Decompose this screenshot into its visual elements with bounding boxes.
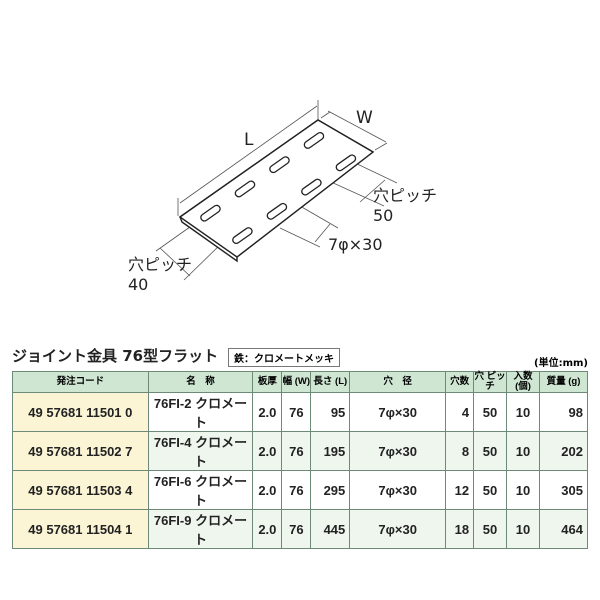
cell-hole-count: 12 xyxy=(445,470,475,510)
cell-quantity: 10 xyxy=(506,392,540,432)
spec-table: 発注コード 名 称 板厚 幅 (W) 長さ (L) 穴 径 穴数 穴 ピッチ 入… xyxy=(12,371,589,549)
pitch-long-value: 40 xyxy=(128,275,149,294)
header-code: 発注コード xyxy=(12,371,149,393)
cell-hole-count: 8 xyxy=(445,431,475,471)
cell-quantity: 10 xyxy=(506,470,540,510)
cell-thickness: 2.0 xyxy=(252,431,283,471)
cell-weight: 202 xyxy=(538,431,589,471)
cell-pitch: 50 xyxy=(473,392,508,432)
header-pitch: 穴 ピッチ xyxy=(473,371,508,393)
header-thickness: 板厚 xyxy=(252,371,283,393)
header-hole-size: 穴 径 xyxy=(349,371,447,393)
cell-order-code: 49 57681 11503 4 xyxy=(12,470,149,510)
cell-quantity: 10 xyxy=(506,509,540,549)
cell-product-name: 76FI-2 クロメート xyxy=(147,392,254,432)
cell-product-name: 76FI-4 クロメート xyxy=(147,431,254,471)
cell-order-code: 49 57681 11504 1 xyxy=(12,509,149,549)
cell-hole-size: 7φ×30 xyxy=(349,509,447,549)
pitch-short-value: 50 xyxy=(373,206,394,225)
pitch-long-label: 穴ピッチ xyxy=(128,255,193,274)
cell-pitch: 50 xyxy=(473,431,508,471)
cell-width: 76 xyxy=(281,431,312,471)
slot-hole xyxy=(200,204,221,222)
dimension-lines xyxy=(155,100,398,281)
cell-length: 445 xyxy=(310,509,351,549)
cell-length: 295 xyxy=(310,470,351,510)
cell-width: 76 xyxy=(281,470,312,510)
cell-hole-size: 7φ×30 xyxy=(349,431,447,471)
cell-length: 95 xyxy=(310,392,351,432)
cell-hole-count: 4 xyxy=(445,392,475,432)
length-label: L xyxy=(244,130,254,150)
cell-hole-size: 7φ×30 xyxy=(349,392,447,432)
cell-weight: 305 xyxy=(538,470,589,510)
header-width: 幅 (W) xyxy=(281,371,312,393)
slot-hole xyxy=(234,180,256,198)
material-badge: 鉄：クロメートメッキ xyxy=(228,348,340,367)
cell-pitch: 50 xyxy=(473,509,508,549)
cell-width: 76 xyxy=(281,392,312,432)
slot-hole xyxy=(269,156,290,174)
unit-label: (単位:mm) xyxy=(534,358,588,369)
cell-length: 195 xyxy=(310,431,351,471)
hole-size-label: 7φ×30 xyxy=(328,235,383,254)
cell-pitch: 50 xyxy=(473,470,508,510)
cell-order-code: 49 57681 11502 7 xyxy=(12,431,149,471)
slot-holes xyxy=(200,131,357,245)
cell-hole-count: 18 xyxy=(445,509,475,549)
cell-order-code: 49 57681 11501 0 xyxy=(12,392,149,432)
joint-plate-diagram xyxy=(155,100,398,281)
cell-thickness: 2.0 xyxy=(252,509,283,549)
slot-hole xyxy=(335,154,357,172)
header-length: 長さ (L) xyxy=(310,371,351,393)
header-hole-count: 穴数 xyxy=(445,371,475,393)
header-name: 名 称 xyxy=(147,371,254,393)
pitch-short-label: 穴ピッチ xyxy=(373,186,438,205)
header-quantity: 入数 (個) xyxy=(506,371,540,393)
page-title: ジョイント金具 76型フラット xyxy=(12,347,219,365)
slot-hole xyxy=(301,178,322,196)
cell-hole-size: 7φ×30 xyxy=(349,470,447,510)
slot-hole xyxy=(303,131,325,149)
cell-product-name: 76FI-6 クロメート xyxy=(147,470,254,510)
slot-hole xyxy=(266,202,288,220)
header-weight: 質量 (g) xyxy=(538,371,589,393)
table-header: 発注コード 名 称 板厚 幅 (W) 長さ (L) 穴 径 穴数 穴 ピッチ 入… xyxy=(12,371,589,393)
plate-top xyxy=(178,119,375,258)
cell-weight: 98 xyxy=(538,392,589,432)
cell-width: 76 xyxy=(281,509,312,549)
cell-quantity: 10 xyxy=(506,431,540,471)
width-label: W xyxy=(356,108,373,128)
cell-thickness: 2.0 xyxy=(252,470,283,510)
cell-product-name: 76FI-9 クロメート xyxy=(147,509,254,549)
slot-hole xyxy=(232,227,253,245)
cell-thickness: 2.0 xyxy=(252,392,283,432)
cell-weight: 464 xyxy=(538,509,589,549)
